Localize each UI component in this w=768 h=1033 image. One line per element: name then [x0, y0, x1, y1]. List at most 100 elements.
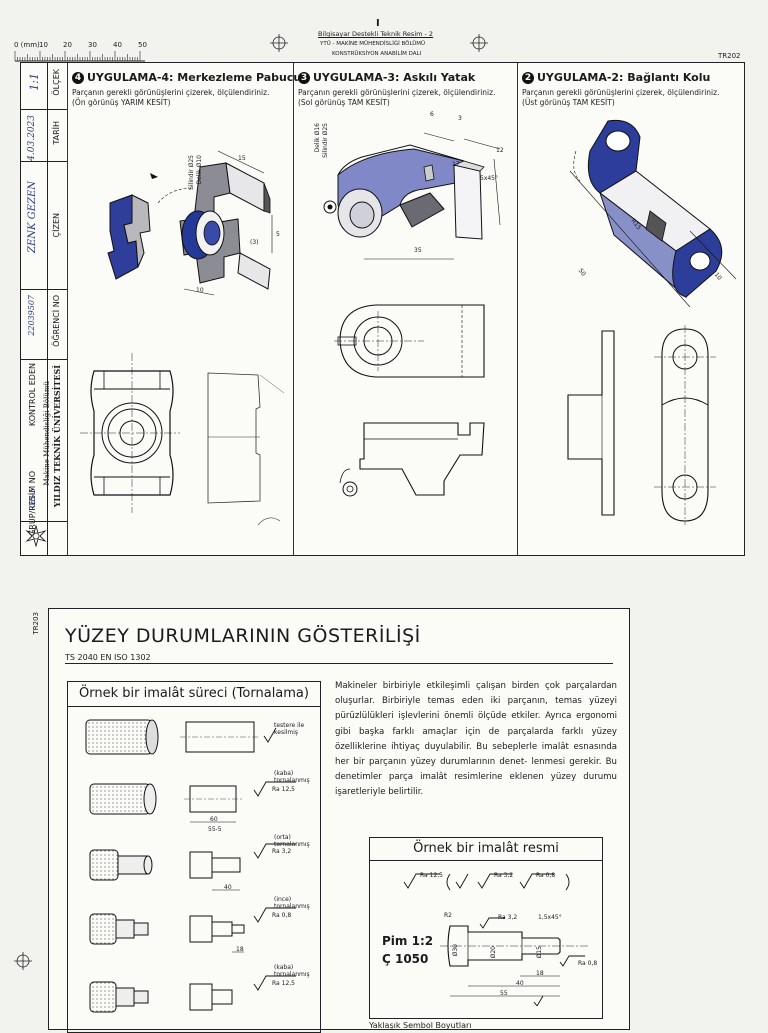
panel-title-text-4: UYGULAMA-4: Merkezleme Pabucu: [87, 71, 302, 84]
example-drawing-title: Örnek bir imalât resmi: [370, 838, 602, 861]
link-arm-isometric: [569, 119, 737, 308]
panel-desc-2: Parçanın gerekli görünüşlerini çizerek, …: [522, 88, 719, 107]
turning-process-title: Örnek bir imalât süreci (Tornalama): [68, 682, 320, 707]
pin-dia-20: Ø20: [490, 946, 497, 959]
panel-title-text-3: UYGULAMA-3: Askılı Yatak: [313, 71, 476, 84]
registration-mark-bottom: [14, 952, 32, 970]
ruler-tick-20: 20: [63, 41, 72, 49]
tarih-label: TARİH: [52, 121, 61, 145]
faculty-name: Makine Mühendisliği Bölümü: [43, 381, 51, 486]
pin-ra-3-2: Ra 3,2: [498, 914, 518, 921]
olcek-value: 1:1: [28, 73, 41, 91]
dim-40: 40: [224, 884, 232, 891]
dim-4-10: 10: [196, 287, 204, 294]
cell-tarih: [21, 109, 67, 162]
panel-number-2: 2: [522, 72, 534, 84]
dim-3-3: 3: [458, 115, 462, 122]
university-logo: [25, 525, 47, 547]
division: KONSTRÜKSİYON ANABİLİM DALI: [332, 51, 422, 57]
centering-shoe-side-view: [207, 372, 285, 526]
example-ra-0-8: Ra 0,8: [536, 872, 556, 879]
note-3-silindir: Silindir Ø25: [322, 123, 329, 158]
intro-paragraph: Makineler birbiriyle etkileşimli çalışan…: [335, 681, 617, 798]
title-rule: [65, 663, 613, 664]
dim-3-35: 35: [414, 247, 422, 254]
surface-finish-title: YÜZEY DURUMLARININ GÖSTERİLİŞİ: [65, 625, 421, 647]
pin-ra-0-8: Ra 0,8: [578, 960, 598, 967]
cell-university: [21, 359, 67, 522]
note-3-delik: Delik Ø16: [314, 123, 321, 153]
step-5-label: (kaba) tornalanmış: [274, 964, 310, 978]
hanger-bearing-front-view: [339, 422, 485, 497]
cizen-label: ÇİZEN: [52, 213, 61, 238]
ruler-tick-50: 50: [138, 41, 147, 49]
dim-18: 18: [236, 946, 244, 953]
pin-dia-15: Ø15: [536, 946, 543, 959]
title-block-values: [21, 63, 48, 555]
cell-olcek: [21, 63, 67, 110]
ruler-tick-10: 10: [39, 41, 48, 49]
ogrenci-label: ÖĞRENCİ NO: [52, 295, 61, 347]
panel-desc-3-line1: Parçanın gerekli görünüşlerini çizerek, …: [298, 88, 496, 97]
step-5-ra: Ra 12,5: [272, 980, 295, 987]
panel-desc-4-line2: (Ön görünüş YARIM KESİT): [72, 97, 171, 107]
centering-shoe-isometric: [107, 150, 273, 296]
worksheet-tr202: ÖLÇEK 1:1 TARİH 4.03.2023 ÇİZEN ZENK GEZ…: [20, 62, 745, 556]
pin-radius: R2: [444, 912, 452, 919]
ruler-tick-40: 40: [113, 41, 122, 49]
grup-value: GR-5: [28, 488, 37, 509]
panel-desc-2-line1: Parçanın gerekli görünüşlerini çizerek, …: [522, 88, 720, 97]
panel-title-text-2: UYGULAMA-2: Bağlantı Kolu: [537, 71, 711, 84]
registration-mark-left: [270, 34, 288, 52]
step-4-ra: Ra 0,8: [272, 912, 292, 919]
department: YTÜ - MAKİNE MÜHENDİSLİĞİ BÖLÜMÜ: [320, 41, 426, 47]
pin-drawing: [440, 917, 590, 1006]
link-arm-front-view: [567, 330, 615, 516]
pin-len-40: 40: [516, 980, 524, 987]
example-ra-12-5: Ra 12,5: [420, 872, 443, 879]
step-1-label: testere ile kesilmiş: [274, 722, 305, 736]
course-title: Bilgisayar Destekli Teknik Resim - 2: [318, 30, 434, 38]
turning-process-steps: [85, 719, 296, 1013]
cizen-value: ZENK GEZEN: [27, 181, 38, 253]
step-4-label: (ince) tornalanmış: [274, 896, 310, 910]
step-3-ra: Ra 3,2: [272, 848, 292, 855]
dim-3-17: 17: [452, 161, 460, 168]
turning-process-box: Örnek bir imalât süreci (Tornalama): [67, 681, 321, 1033]
page-code: TR202: [718, 52, 741, 60]
kontrol-label: KONTROL EDEN: [28, 363, 37, 427]
cell-ogrenci: [21, 289, 67, 360]
hanger-bearing-isometric: [323, 132, 501, 260]
panel-desc-4-line1: Parçanın gerekli görünüşlerini çizerek, …: [72, 88, 270, 97]
scale-ruler: [14, 51, 145, 62]
panel-desc-3-line2: (Sol görünüş TAM KESİT): [298, 97, 390, 107]
side-code-tr203: TR203: [32, 612, 40, 635]
olcek-label: ÖLÇEK: [52, 69, 61, 96]
worksheet-tr203: YÜZEY DURUMLARININ GÖSTERİLİŞİ TS 2040 E…: [48, 608, 630, 1033]
step-3-label: (orta) tornalanmış: [274, 834, 310, 848]
example-surface-symbols: [403, 873, 570, 891]
part-material: Ç 1050: [382, 952, 429, 966]
university-name: YILDIZ TEKNİK ÜNİVERSİTESİ: [52, 365, 62, 508]
tarih-value: 4.03.2023: [27, 115, 37, 161]
dim-55-5: 55-5: [208, 826, 222, 833]
example-ra-3-2: Ra 3,2: [494, 872, 514, 879]
panel-number-3: 3: [298, 72, 310, 84]
hanger-bearing-top-view: [334, 304, 485, 378]
pin-len-55: 55: [500, 990, 508, 997]
pin-chamfer: 1,5x45°: [538, 914, 562, 921]
dim-3-chamfer: 5x45°: [480, 175, 499, 182]
ogrenci-value: 22039507: [27, 295, 36, 336]
panel-number-4: 4: [72, 72, 84, 84]
ruler-tick-30: 30: [88, 41, 97, 49]
note-4-delik: Delik Ø10: [196, 155, 203, 185]
example-drawing-box: Örnek bir imalât resmi Ra 12,5 Ra 3,2 Ra…: [369, 837, 603, 1019]
panel-desc-4: Parçanın gerekli görünüşlerini çizerek, …: [72, 88, 269, 107]
dim-60: 60: [210, 816, 218, 823]
page-mark: I: [376, 18, 380, 29]
panel-desc-2-line2: (Üst görünüş TAM KESİT): [522, 97, 615, 107]
